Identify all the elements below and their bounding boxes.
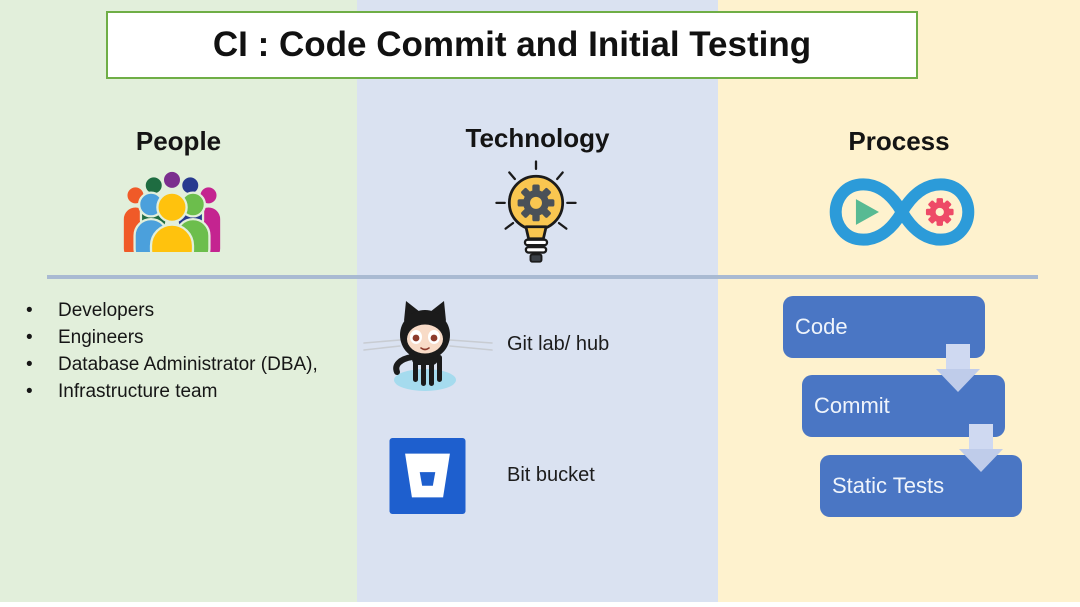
people-group-icon: [121, 169, 223, 252]
technology-header: Technology: [465, 123, 610, 153]
down-arrow-icon: [959, 424, 1003, 472]
page-title: CI : Code Commit and Initial Testing: [212, 25, 812, 64]
title-box: CI : Code Commit and Initial Testing: [106, 11, 918, 79]
tool-label-git: Git lab/ hub: [507, 333, 610, 355]
step-label: Code: [795, 314, 848, 339]
bitbucket-icon: [389, 438, 466, 514]
list-item: Database Administrator (DBA),: [22, 351, 352, 378]
gear-lightbulb-icon: [495, 160, 577, 263]
tool-label-bitbucket: Bit bucket: [507, 464, 595, 486]
github-octocat-icon: [363, 301, 493, 391]
list-item: Infrastructure team: [22, 378, 352, 405]
devops-infinity-icon: [829, 178, 975, 246]
step-label: Static Tests: [832, 473, 945, 498]
people-header: People: [135, 126, 222, 156]
list-item: Developers: [22, 297, 352, 324]
separator-line: [47, 275, 1038, 279]
step-label: Commit: [814, 393, 890, 418]
process-step-static-tests: Static Tests: [820, 455, 1022, 517]
process-header: Process: [848, 126, 950, 156]
people-roles-list: Developers Engineers Database Administra…: [22, 297, 352, 405]
list-item: Engineers: [22, 324, 352, 351]
down-arrow-icon: [936, 344, 980, 392]
